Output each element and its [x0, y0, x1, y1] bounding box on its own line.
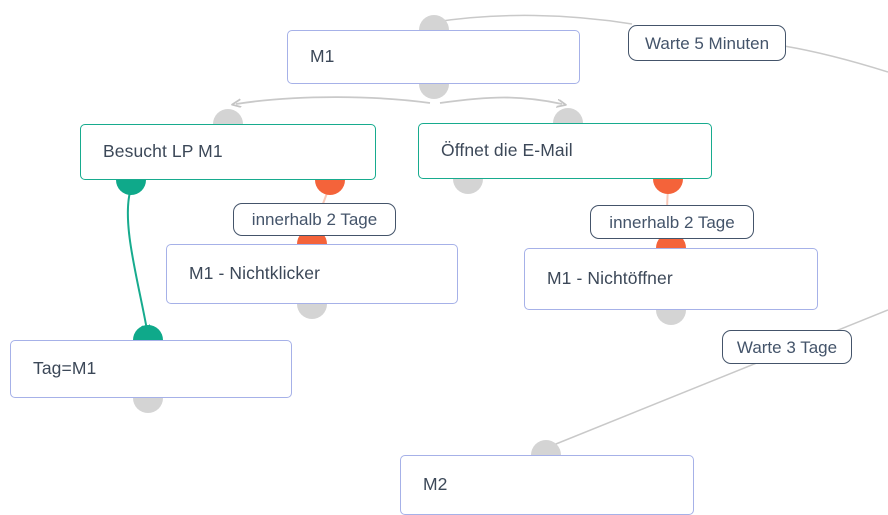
- node-oeffnet-die-email[interactable]: Öffnet die E-Mail: [418, 123, 712, 179]
- port-besucht-lp-m1-no[interactable]: [315, 180, 345, 195]
- edge-warte-5-minuten-in: [434, 14, 633, 25]
- pill-warte-3-tage[interactable]: Warte 3 Tage: [722, 330, 852, 364]
- node-m1-nichtklicker[interactable]: M1 - Nichtklicker: [166, 244, 458, 304]
- port-tag-m1-in[interactable]: [133, 325, 163, 340]
- port-oeffnet-die-email-yes[interactable]: [453, 179, 483, 194]
- port-oeffnet-die-email-no[interactable]: [653, 179, 683, 194]
- pill-warte-5-minuten-label: Warte 5 Minuten: [644, 33, 770, 53]
- edge-warte-5-minuten-out: [783, 45, 888, 73]
- pill-innerhalb-2-tage-right[interactable]: innerhalb 2 Tage: [590, 205, 754, 239]
- edge-m1-to-besucht-lp-m1: [236, 96, 431, 104]
- node-m1[interactable]: M1: [287, 30, 580, 84]
- port-m1-nichtklicker-out[interactable]: [297, 304, 327, 319]
- port-m1-in[interactable]: [419, 15, 449, 30]
- node-m1-nichtoeffner-label: M1 - Nichtöffner: [547, 268, 673, 289]
- port-tag-m1-out[interactable]: [133, 398, 163, 413]
- edge-m1-to-oeffnet-die-email: [439, 96, 562, 105]
- pill-warte-3-tage-label: Warte 3 Tage: [736, 337, 838, 357]
- edge-besucht-to-tag-m1: [126, 191, 147, 330]
- pill-innerhalb-2-tage-left[interactable]: innerhalb 2 Tage: [233, 203, 396, 236]
- node-m1-label: M1: [310, 46, 335, 67]
- node-tag-m1[interactable]: Tag=M1: [10, 340, 292, 398]
- port-besucht-lp-m1-in[interactable]: [213, 109, 243, 124]
- pill-innerhalb-2-tage-left-label: innerhalb 2 Tage: [251, 210, 378, 229]
- node-oeffnet-die-email-label: Öffnet die E-Mail: [441, 140, 573, 161]
- port-m1-out[interactable]: [419, 84, 449, 99]
- node-besucht-lp-m1-label: Besucht LP M1: [103, 141, 223, 162]
- node-m2[interactable]: M2: [400, 455, 694, 515]
- port-m2-in[interactable]: [531, 440, 561, 455]
- port-besucht-lp-m1-yes[interactable]: [116, 180, 146, 195]
- node-m1-nichtklicker-label: M1 - Nichtklicker: [189, 263, 321, 284]
- port-m1-nichtoeffner-out[interactable]: [656, 310, 686, 325]
- port-oeffnet-die-email-in[interactable]: [553, 108, 583, 123]
- node-besucht-lp-m1[interactable]: Besucht LP M1: [80, 124, 376, 180]
- pill-innerhalb-2-tage-right-label: innerhalb 2 Tage: [609, 212, 735, 232]
- pill-warte-5-minuten[interactable]: Warte 5 Minuten: [628, 25, 786, 61]
- node-tag-m1-label: Tag=M1: [33, 358, 97, 379]
- node-m2-label: M2: [423, 474, 448, 495]
- node-m1-nichtoeffner[interactable]: M1 - Nichtöffner: [524, 248, 818, 310]
